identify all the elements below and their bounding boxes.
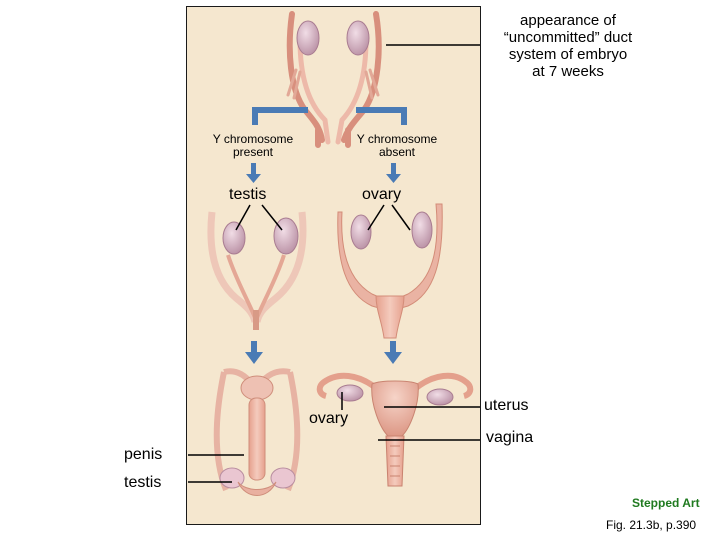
label-vagina: vagina	[486, 429, 534, 446]
testis-left-icon	[222, 221, 246, 255]
branch-left-line-2: present	[232, 145, 274, 159]
embryo-gonad-left	[296, 20, 320, 56]
label-testis-top: testis	[229, 186, 267, 203]
testis-pointer-right	[261, 204, 283, 231]
embryo-gonad-right	[346, 20, 370, 56]
female-final-anatomy	[316, 372, 474, 487]
caption-line-2: “uncommitted” duct	[503, 29, 633, 46]
branch-label-y-absent: Y chromosome absent	[338, 133, 456, 159]
embryo-caption: appearance of “uncommitted” duct system …	[478, 12, 658, 80]
testis-pointer-left	[235, 204, 251, 231]
branch-left-line-1: Y chromosome	[212, 132, 294, 146]
label-ovary-bottom: ovary	[309, 410, 349, 427]
male-final-anatomy	[213, 368, 301, 496]
ovary-pointer-left	[367, 204, 385, 231]
stepped-art-label: Stepped Art	[632, 496, 700, 510]
branch-bracket-right	[356, 107, 407, 125]
ovary-left-icon	[350, 214, 372, 250]
branch-right-line-1: Y chromosome	[356, 132, 438, 146]
label-testis-bottom: testis	[124, 474, 162, 491]
caption-line-3: system of embryo	[508, 46, 628, 63]
arrow-down-icon	[246, 163, 261, 183]
ovary-final-left-icon	[336, 384, 364, 402]
figure-reference: Fig. 21.3b, p.390	[606, 518, 697, 532]
ovary-right-icon	[411, 211, 433, 249]
arrow-down-icon	[386, 163, 401, 183]
ovary-final-right-icon	[426, 388, 454, 406]
caption-line-1: appearance of	[520, 12, 616, 29]
arrow-down-icon	[245, 341, 263, 364]
ovary-pointer-right	[391, 204, 411, 231]
branch-bracket-left	[252, 107, 308, 125]
arrow-down-icon	[384, 341, 402, 364]
label-ovary-top: ovary	[362, 186, 402, 203]
male-intermediate-ducts	[207, 211, 307, 330]
label-uterus: uterus	[484, 397, 529, 414]
female-intermediate-ducts	[337, 203, 443, 339]
branch-right-line-2: absent	[378, 145, 416, 159]
caption-line-4: at 7 weeks	[532, 63, 604, 80]
branch-label-y-present: Y chromosome present	[194, 133, 312, 159]
label-penis: penis	[124, 446, 163, 463]
